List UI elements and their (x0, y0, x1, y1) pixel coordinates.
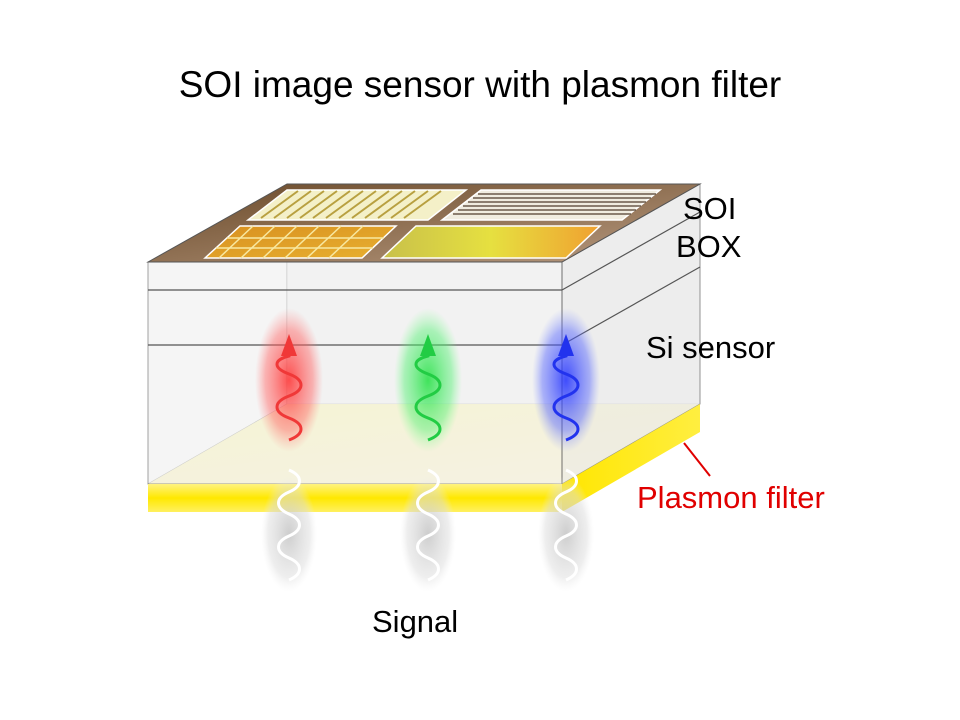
green-glow (394, 308, 462, 452)
filter-pattern-grid (203, 225, 398, 259)
layer-lines (148, 211, 701, 346)
signal-glow-3 (538, 476, 594, 592)
plasmon-filter-front (148, 484, 562, 512)
signal-glow-1 (261, 476, 317, 592)
plasmon-filter-side (562, 404, 700, 512)
green-wave-arrow (414, 334, 442, 442)
si-sensor-label: Si sensor (646, 330, 776, 365)
diagram-title: SOI image sensor with plasmon filter (178, 64, 782, 105)
blue-glow (532, 308, 600, 452)
signal-glow-2 (400, 476, 456, 592)
box-label: BOX (676, 229, 742, 264)
soi-label: SOI (683, 191, 737, 226)
plasmon-pointer-line (683, 442, 711, 477)
signal-label: Signal (372, 604, 459, 639)
filter-pattern-stripes-vertical (245, 189, 469, 221)
plasmon-filter-label: Plasmon filter (637, 480, 825, 515)
si-sensor-front (147, 261, 563, 485)
filter-pattern-solid (380, 225, 602, 259)
red-glow (255, 308, 323, 452)
red-wave-arrow (275, 334, 303, 442)
signal-waves (277, 468, 578, 582)
blue-wave-arrow (552, 334, 580, 442)
filter-pattern-stripes-horizontal (439, 189, 663, 221)
